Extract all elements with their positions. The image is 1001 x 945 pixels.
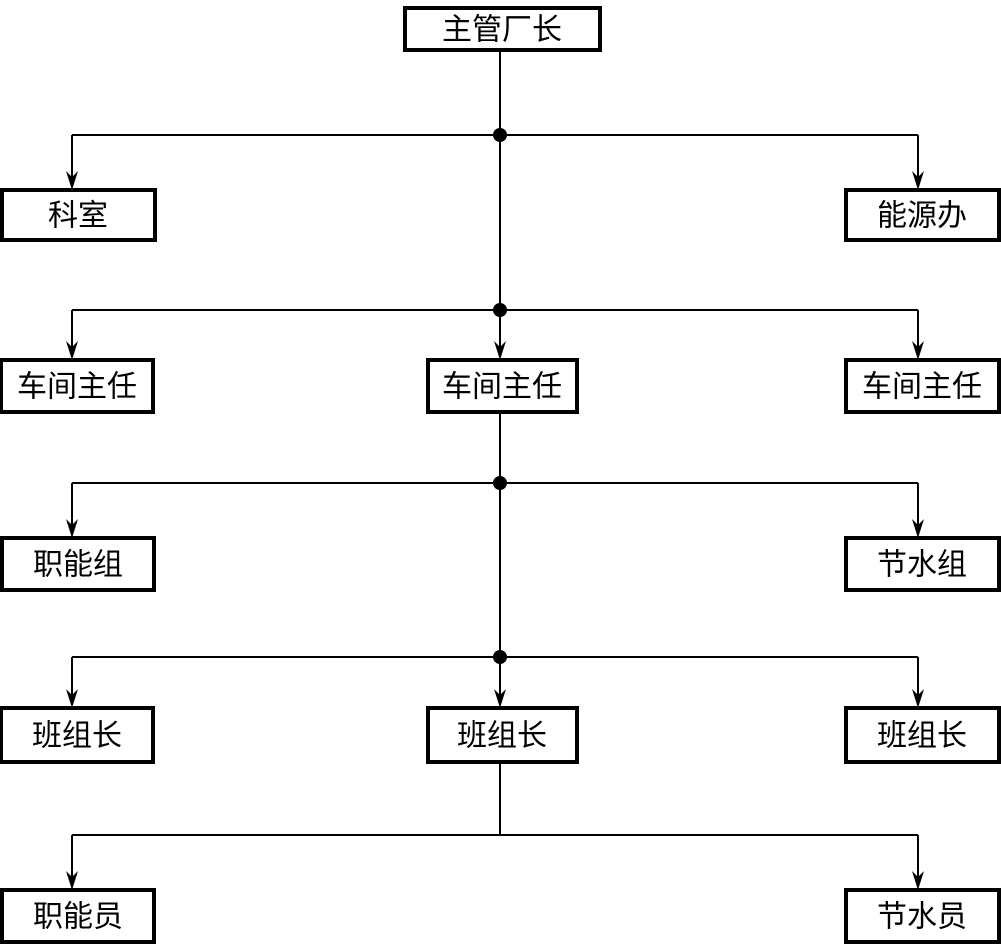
- org-node-jieshuizu-label: 节水组: [877, 548, 967, 583]
- org-node-jieshuiyuan: 节水员: [844, 888, 1001, 944]
- org-node-team-leader-left: 班组长: [0, 706, 155, 764]
- org-node-team-leader-left-label: 班组长: [32, 719, 122, 754]
- org-node-workshop-director-center-box: [426, 358, 579, 414]
- org-node-nengyuanban: 能源办: [844, 188, 1001, 242]
- org-node-root: 主管厂长: [403, 6, 602, 52]
- junction-dot-level2: [493, 128, 507, 142]
- org-node-team-leader-left-box: [0, 706, 155, 764]
- org-node-workshop-director-center: 车间主任: [426, 358, 579, 414]
- org-node-team-leader-center-label: 班组长: [457, 719, 547, 754]
- org-node-zhinengyuan-box: [0, 888, 156, 944]
- org-node-workshop-director-right-label: 车间主任: [862, 370, 982, 405]
- org-node-workshop-director-left-box: [0, 358, 155, 414]
- org-node-jieshuizu-box: [844, 536, 1001, 592]
- org-node-workshop-director-right: 车间主任: [844, 358, 1001, 414]
- junction-dot-level4: [493, 476, 507, 490]
- arrow-down-level3-left: [66, 310, 78, 360]
- arrow-down-level3-center: [494, 310, 506, 360]
- org-node-zhinengzu-label: 职能组: [33, 548, 123, 583]
- arrow-down-level5-center: [494, 657, 506, 708]
- org-node-nengyuanban-label: 能源办: [877, 199, 967, 234]
- arrow-down-level2-right: [912, 135, 924, 190]
- arrow-down-level4-right: [912, 483, 924, 538]
- org-node-jieshuiyuan-box: [844, 888, 1001, 944]
- org-node-keshi: 科室: [0, 188, 157, 242]
- org-node-workshop-director-right-box: [844, 358, 1001, 414]
- org-node-zhinengzu: 职能组: [0, 536, 156, 592]
- arrow-down-level3-right: [912, 310, 924, 360]
- org-node-keshi-box: [0, 188, 157, 242]
- org-node-jieshuiyuan-label: 节水员: [877, 900, 967, 935]
- org-node-zhinengyuan: 职能员: [0, 888, 156, 944]
- org-node-team-leader-right-label: 班组长: [877, 719, 967, 754]
- arrow-down-level6-left: [66, 835, 78, 890]
- org-node-workshop-director-left: 车间主任: [0, 358, 155, 414]
- org-node-team-leader-right-box: [844, 706, 1001, 764]
- org-node-team-leader-right: 班组长: [844, 706, 1001, 764]
- org-node-workshop-director-left-label: 车间主任: [17, 370, 137, 405]
- arrow-down-level2-left: [66, 135, 78, 190]
- arrow-down-level4-left: [66, 483, 78, 538]
- org-node-jieshuizu: 节水组: [844, 536, 1001, 592]
- arrow-down-level6-right: [912, 835, 924, 890]
- org-node-keshi-label: 科室: [48, 199, 108, 234]
- org-node-root-label: 主管厂长: [442, 13, 562, 48]
- org-node-zhinengzu-box: [0, 536, 156, 592]
- org-node-zhinengyuan-label: 职能员: [33, 900, 123, 935]
- arrow-down-level5-left: [66, 657, 78, 708]
- org-node-root-box: [403, 6, 602, 52]
- org-node-team-leader-center-box: [426, 706, 579, 764]
- arrow-down-level5-right: [912, 657, 924, 708]
- org-node-workshop-director-center-label: 车间主任: [442, 370, 562, 405]
- org-node-nengyuanban-box: [844, 188, 1001, 242]
- org-node-team-leader-center: 班组长: [426, 706, 579, 764]
